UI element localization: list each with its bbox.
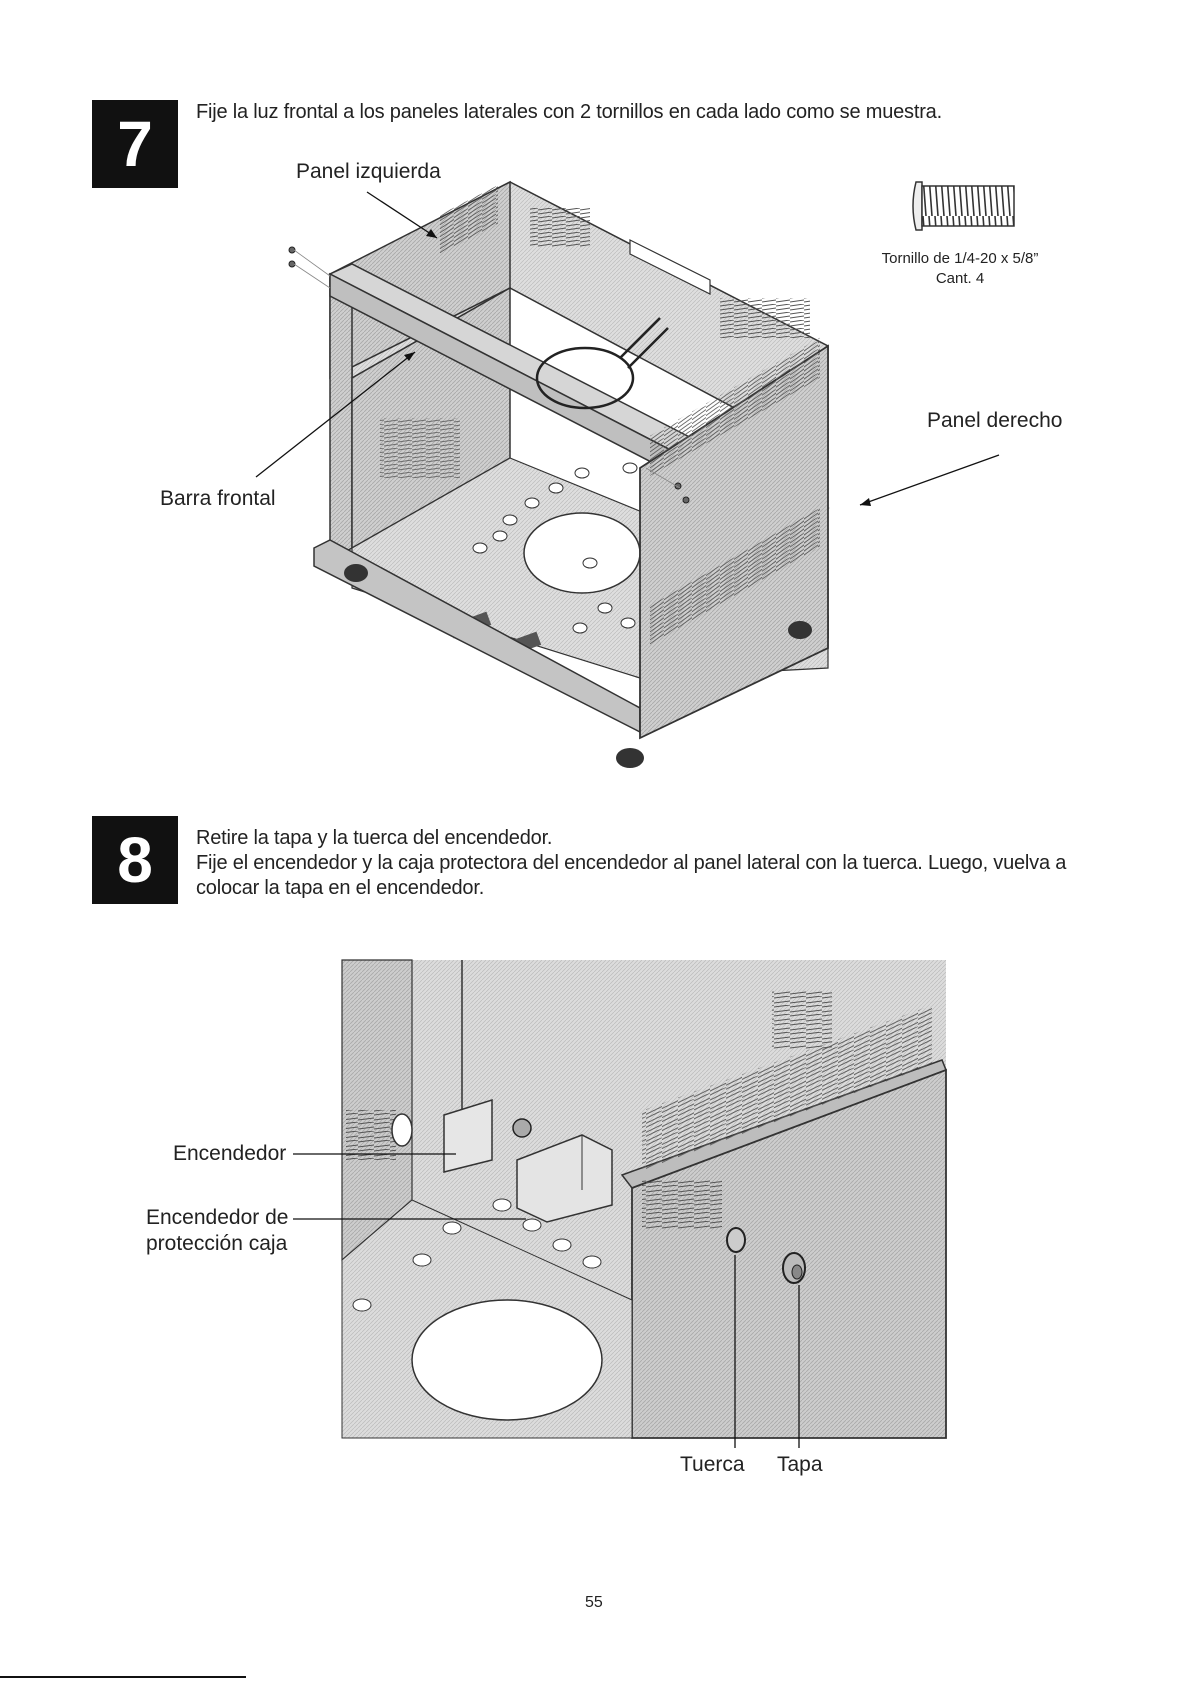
step-8-instruction-line-2: Fije el encendedor y la caja protectora … [196,852,1067,874]
step-8-number: 8 [117,824,153,896]
label-screw-qty: Cant. 4 [935,270,985,287]
page-number: 55 [585,1594,603,1611]
label-barra-frontal: Barra frontal [160,487,276,510]
label-tuerca: Tuerca [680,1453,745,1476]
step-7-cart-illustration [288,180,830,768]
label-panel-izquierda: Panel izquierda [296,160,441,183]
step-8-instruction-line-1: Retire la tapa y la tuerca del encendedo… [196,827,553,849]
label-encendedor-de: Encendedor de [146,1206,289,1229]
step-7-number: 7 [117,108,153,180]
label-proteccion-caja: protección caja [146,1232,288,1255]
label-tapa: Tapa [777,1453,823,1476]
screw-icon [912,181,1015,231]
step-7-leader-lines [255,191,1000,506]
step-8-badge: 8 [92,816,178,904]
step-7-badge: 7 [92,100,178,188]
label-screw-spec: Tornillo de 1/4-20 x 5/8” [881,250,1039,267]
step-7-instruction: Fije la luz frontal a los paneles latera… [196,101,942,123]
step-8-closeup-illustration [341,959,947,1439]
label-panel-derecho: Panel derecho [927,409,1063,432]
label-encendedor: Encendedor [173,1142,287,1165]
bottom-rule [0,1676,246,1678]
step-8-instruction-line-3: colocar la tapa en el encendedor. [196,877,485,899]
